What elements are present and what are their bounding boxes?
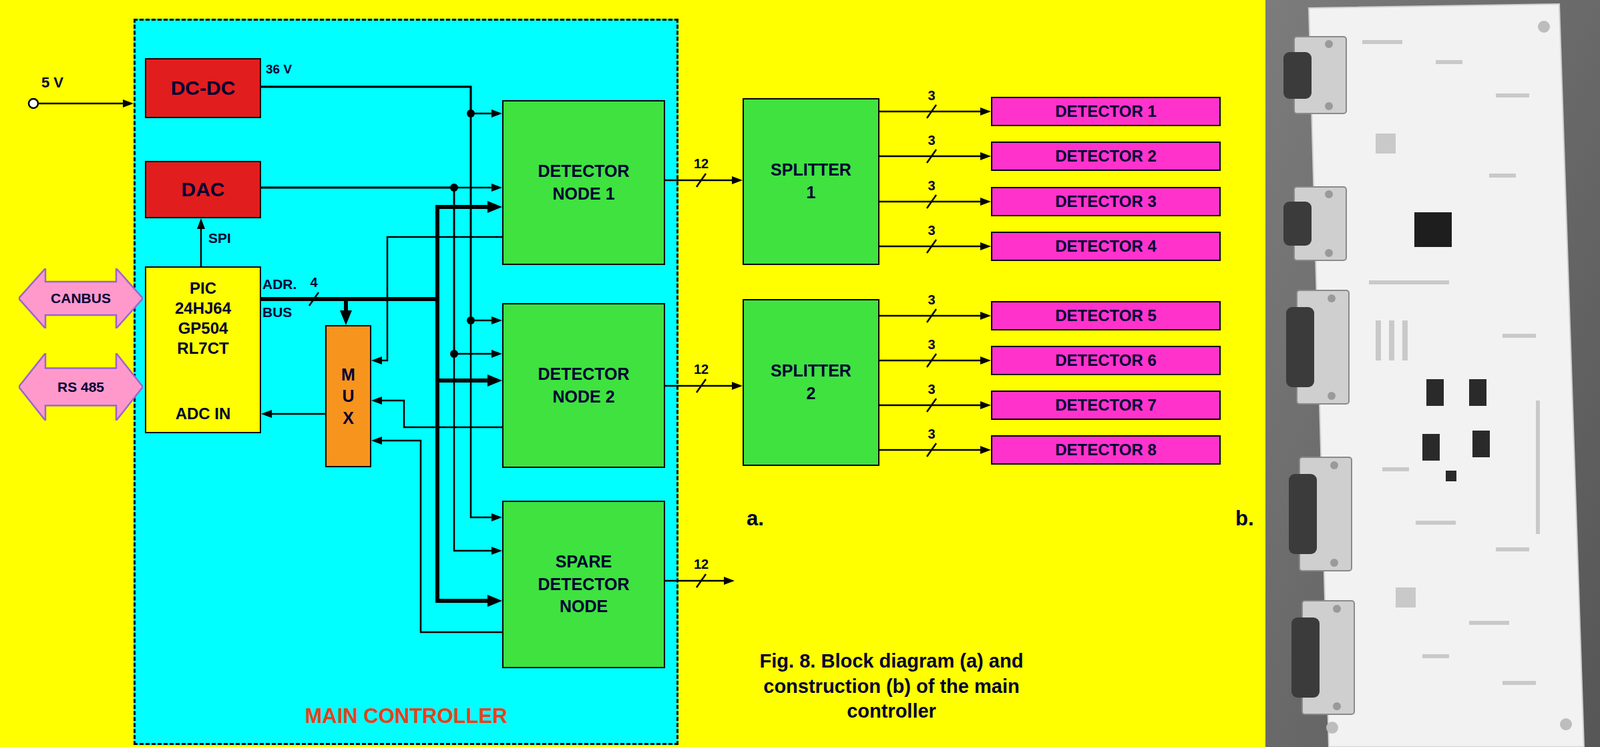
box-label: PIC 24HJ64 GP504 RL7CT bbox=[174, 278, 232, 359]
voltage-label: 36 V bbox=[265, 62, 292, 77]
converter-box: DC-DC bbox=[144, 58, 262, 119]
signal-connector bbox=[375, 400, 503, 428]
box-label: DETECTOR 8 bbox=[1055, 440, 1157, 461]
signal-connector bbox=[879, 201, 987, 204]
signal-connector bbox=[879, 359, 987, 362]
signal-name: BUS bbox=[262, 304, 292, 320]
signal-connector bbox=[261, 86, 499, 518]
connector-label: 12 bbox=[693, 361, 709, 377]
bus-width-slash bbox=[926, 104, 937, 119]
bus-connector bbox=[261, 299, 493, 602]
bus-width-slash bbox=[696, 173, 706, 187]
connector-label: 12 bbox=[693, 156, 709, 171]
microcontroller-box: PIC 24HJ64 GP504 RL7CT ADC IN bbox=[144, 266, 262, 434]
detector-node-box: DETECTOR NODE 1 bbox=[502, 100, 666, 266]
panel-letter: a. bbox=[746, 507, 764, 531]
connector-label: 3 bbox=[927, 88, 935, 103]
connector-label: 3 bbox=[927, 223, 935, 238]
supply-input-wire bbox=[28, 98, 130, 109]
box-label: SPLITTER 2 bbox=[770, 359, 852, 406]
detector-box: DETECTOR 1 bbox=[990, 96, 1221, 127]
bus-width-slash bbox=[926, 309, 937, 323]
box-label: RS 485 bbox=[57, 378, 105, 396]
box-label: DETECTOR 7 bbox=[1055, 395, 1157, 416]
controller-ground bbox=[133, 18, 679, 746]
signal-connector bbox=[200, 222, 203, 267]
bus-width-label: 12 bbox=[693, 556, 709, 572]
box-label: DETECTOR 5 bbox=[1055, 306, 1157, 326]
signal-connector bbox=[879, 449, 987, 452]
detector-box: DETECTOR 7 bbox=[990, 390, 1221, 421]
signal-connector bbox=[879, 315, 987, 318]
signal-connector bbox=[879, 110, 987, 113]
connector-label: 3 bbox=[927, 292, 935, 308]
splitter-box: SPLITTER 2 bbox=[742, 299, 880, 467]
connector-label: 3 bbox=[927, 426, 935, 442]
bus-width-slash bbox=[926, 239, 937, 254]
bus-width-slash bbox=[926, 149, 937, 163]
figure-caption: Fig. 8. Block diagram (a) and constructi… bbox=[734, 649, 1049, 725]
box-label: M U X bbox=[341, 363, 356, 430]
box-label: DETECTOR NODE 1 bbox=[537, 160, 630, 206]
box-label: SPLITTER 1 bbox=[770, 158, 852, 205]
bus-width-slash bbox=[926, 443, 937, 457]
box-label: DETECTOR 4 bbox=[1055, 237, 1157, 257]
splitter-box: SPLITTER 1 bbox=[742, 98, 880, 266]
connector-label: 3 bbox=[927, 132, 935, 148]
detector-node-box: SPARE DETECTOR NODE bbox=[502, 500, 666, 669]
detector-box: DETECTOR 6 bbox=[990, 345, 1221, 376]
pin-label: ADC IN bbox=[175, 404, 232, 425]
controller-region: MAIN CONTROLLER DC-DC DAC PIC 24HJ64 GP504 … bbox=[133, 18, 679, 746]
box-label: DC-DC bbox=[170, 76, 236, 101]
box-label: DAC bbox=[181, 177, 226, 202]
bus-width-label: 4 bbox=[309, 275, 318, 290]
bus-connector bbox=[261, 207, 493, 300]
bus-connector bbox=[261, 299, 493, 381]
signal-connector bbox=[375, 440, 503, 633]
detector-node-box: DETECTOR NODE 2 bbox=[502, 303, 666, 469]
signal-connector bbox=[261, 86, 499, 321]
connector-label: 3 bbox=[927, 337, 935, 352]
signal-connector bbox=[879, 404, 987, 407]
dac-box: DAC bbox=[144, 160, 262, 219]
signal-connector bbox=[261, 86, 499, 114]
bus-arrow: CANBUS bbox=[18, 268, 143, 329]
connector-label: 3 bbox=[927, 178, 935, 193]
panel-letter: b. bbox=[1235, 507, 1255, 531]
signal-connector bbox=[375, 237, 503, 361]
signal-connector bbox=[879, 245, 987, 248]
board-photo bbox=[1265, 0, 1600, 747]
box-label: MAIN CONTROLLER bbox=[135, 703, 677, 729]
mux-box: M U X bbox=[325, 325, 372, 468]
box-label: DETECTOR 6 bbox=[1055, 351, 1157, 371]
box-label: DETECTOR NODE 2 bbox=[537, 363, 630, 409]
box-label: SPARE DETECTOR NODE bbox=[537, 550, 630, 619]
signal-connector bbox=[261, 187, 499, 551]
signal-connector bbox=[879, 155, 987, 158]
box-label: DETECTOR 3 bbox=[1055, 192, 1157, 212]
box-label: DETECTOR 2 bbox=[1055, 146, 1157, 167]
signal-connector bbox=[265, 413, 326, 416]
detector-box: DETECTOR 3 bbox=[990, 186, 1221, 217]
connector-label: 3 bbox=[927, 381, 935, 397]
voltage-label: 5 V bbox=[41, 74, 64, 91]
spare-output-wire bbox=[664, 574, 731, 588]
bus-width-slash bbox=[926, 398, 937, 413]
detector-box: DETECTOR 2 bbox=[990, 141, 1221, 171]
bus-arrow: RS 485 bbox=[18, 353, 143, 421]
signal-connector bbox=[261, 187, 499, 354]
detector-box: DETECTOR 8 bbox=[990, 435, 1221, 465]
detector-box: DETECTOR 4 bbox=[990, 231, 1221, 262]
bus-width-slash bbox=[696, 379, 706, 393]
box-label: CANBUS bbox=[50, 289, 111, 307]
detector-box: DETECTOR 5 bbox=[990, 301, 1221, 331]
signal-name: ADR. bbox=[262, 276, 297, 292]
bus-width-slash bbox=[926, 194, 937, 209]
connector-label: SPI bbox=[208, 230, 232, 246]
box-label: DETECTOR 1 bbox=[1055, 102, 1157, 122]
bus-width-slash bbox=[926, 353, 937, 368]
